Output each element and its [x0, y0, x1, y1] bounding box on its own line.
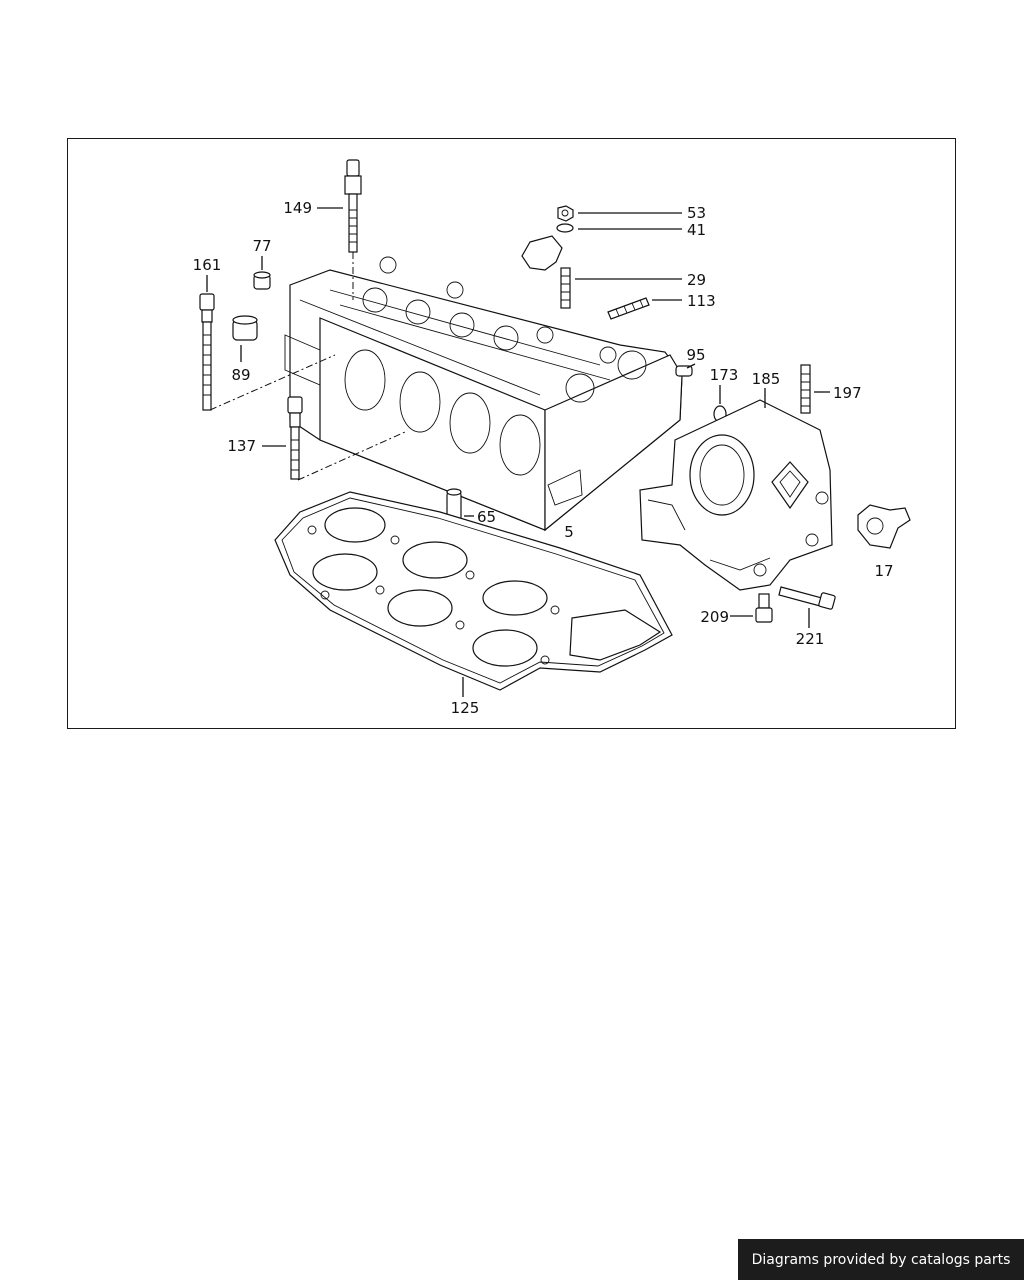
washer-41 — [556, 223, 574, 233]
bolt-137 — [287, 396, 406, 481]
stud-197 — [800, 364, 811, 414]
callout-137: 137 — [227, 437, 256, 455]
callout-53: 53 — [687, 204, 706, 222]
callouts: 149 53 41 77 161 29 113 89 95 173 185 19… — [193, 199, 894, 717]
nut-53 — [557, 205, 574, 222]
sensor-17 — [857, 504, 911, 549]
bracket — [521, 235, 563, 271]
bolt-221 — [778, 586, 836, 610]
callout-65: 65 — [477, 508, 496, 526]
callout-173: 173 — [710, 366, 739, 384]
callout-185: 185 — [752, 370, 781, 388]
credit-badge: Diagrams provided by catalogs parts — [738, 1239, 1024, 1280]
plug-77 — [253, 271, 271, 290]
stud-29 — [560, 267, 571, 309]
callout-5: 5 — [564, 523, 574, 541]
stud-113 — [607, 297, 650, 320]
callout-209: 209 — [700, 608, 729, 626]
cap-89 — [232, 315, 258, 341]
callout-17: 17 — [874, 562, 893, 580]
credit-text: Diagrams provided by catalogs parts — [751, 1251, 1011, 1268]
callout-197: 197 — [833, 384, 862, 402]
callout-221: 221 — [796, 630, 825, 648]
callout-149: 149 — [283, 199, 312, 217]
callout-125: 125 — [451, 699, 480, 717]
callout-161: 161 — [193, 256, 222, 274]
bolt-209 — [755, 593, 773, 623]
diagram-frame — [67, 138, 956, 729]
housing-185 — [639, 399, 833, 591]
callout-113: 113 — [687, 292, 716, 310]
bolt-149 — [344, 159, 362, 300]
callout-41: 41 — [687, 221, 706, 239]
callout-95: 95 — [686, 346, 705, 364]
bolt-161 — [199, 293, 336, 411]
pin-95 — [675, 365, 693, 377]
cylinder-head — [284, 256, 683, 532]
callout-89: 89 — [231, 366, 250, 384]
head-gasket-125 — [274, 491, 673, 691]
callout-29: 29 — [687, 271, 706, 289]
callout-77: 77 — [252, 237, 271, 255]
leader-lines — [206, 207, 830, 697]
